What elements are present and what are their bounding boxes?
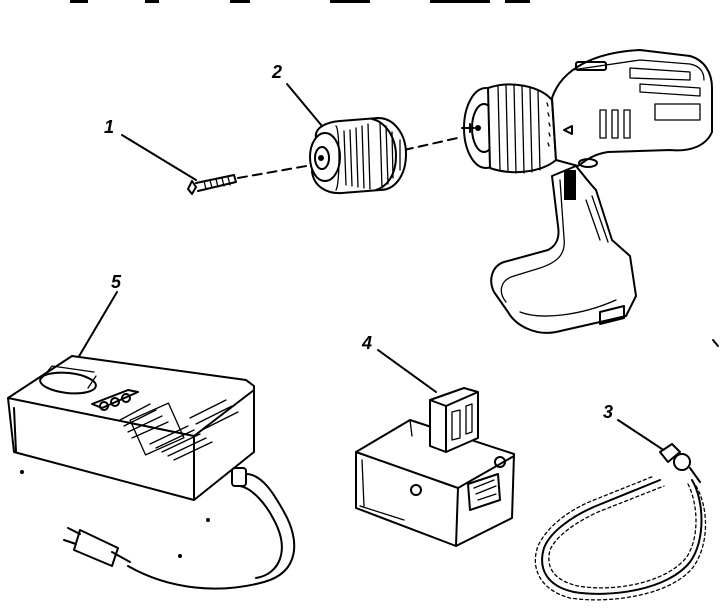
leader-line-2 bbox=[286, 83, 323, 127]
drill-body-part bbox=[461, 49, 713, 334]
cropped-caption-fragment bbox=[70, 0, 530, 3]
assembly-line-chuck-drill bbox=[403, 136, 463, 151]
leader-line-1 bbox=[121, 134, 197, 181]
battery-part bbox=[355, 387, 515, 547]
callout-chuck: 2 bbox=[272, 62, 283, 82]
charger-part bbox=[7, 355, 296, 590]
chuck-part bbox=[309, 117, 407, 195]
lanyard-part bbox=[534, 443, 707, 601]
callout-charger: 5 bbox=[111, 272, 122, 292]
assembly-dashed-lines bbox=[237, 136, 463, 179]
leader-line-4 bbox=[377, 349, 437, 393]
leader-lines bbox=[77, 83, 669, 454]
cropped-edge-mark bbox=[712, 339, 719, 347]
callout-battery: 4 bbox=[362, 333, 373, 353]
screw-part bbox=[187, 174, 237, 195]
assembly-line-screw-chuck bbox=[237, 164, 313, 179]
leader-line-5 bbox=[77, 291, 118, 359]
callout-lanyard: 3 bbox=[603, 402, 614, 422]
leader-line-3 bbox=[617, 419, 669, 454]
callout-screw: 1 bbox=[104, 117, 115, 137]
